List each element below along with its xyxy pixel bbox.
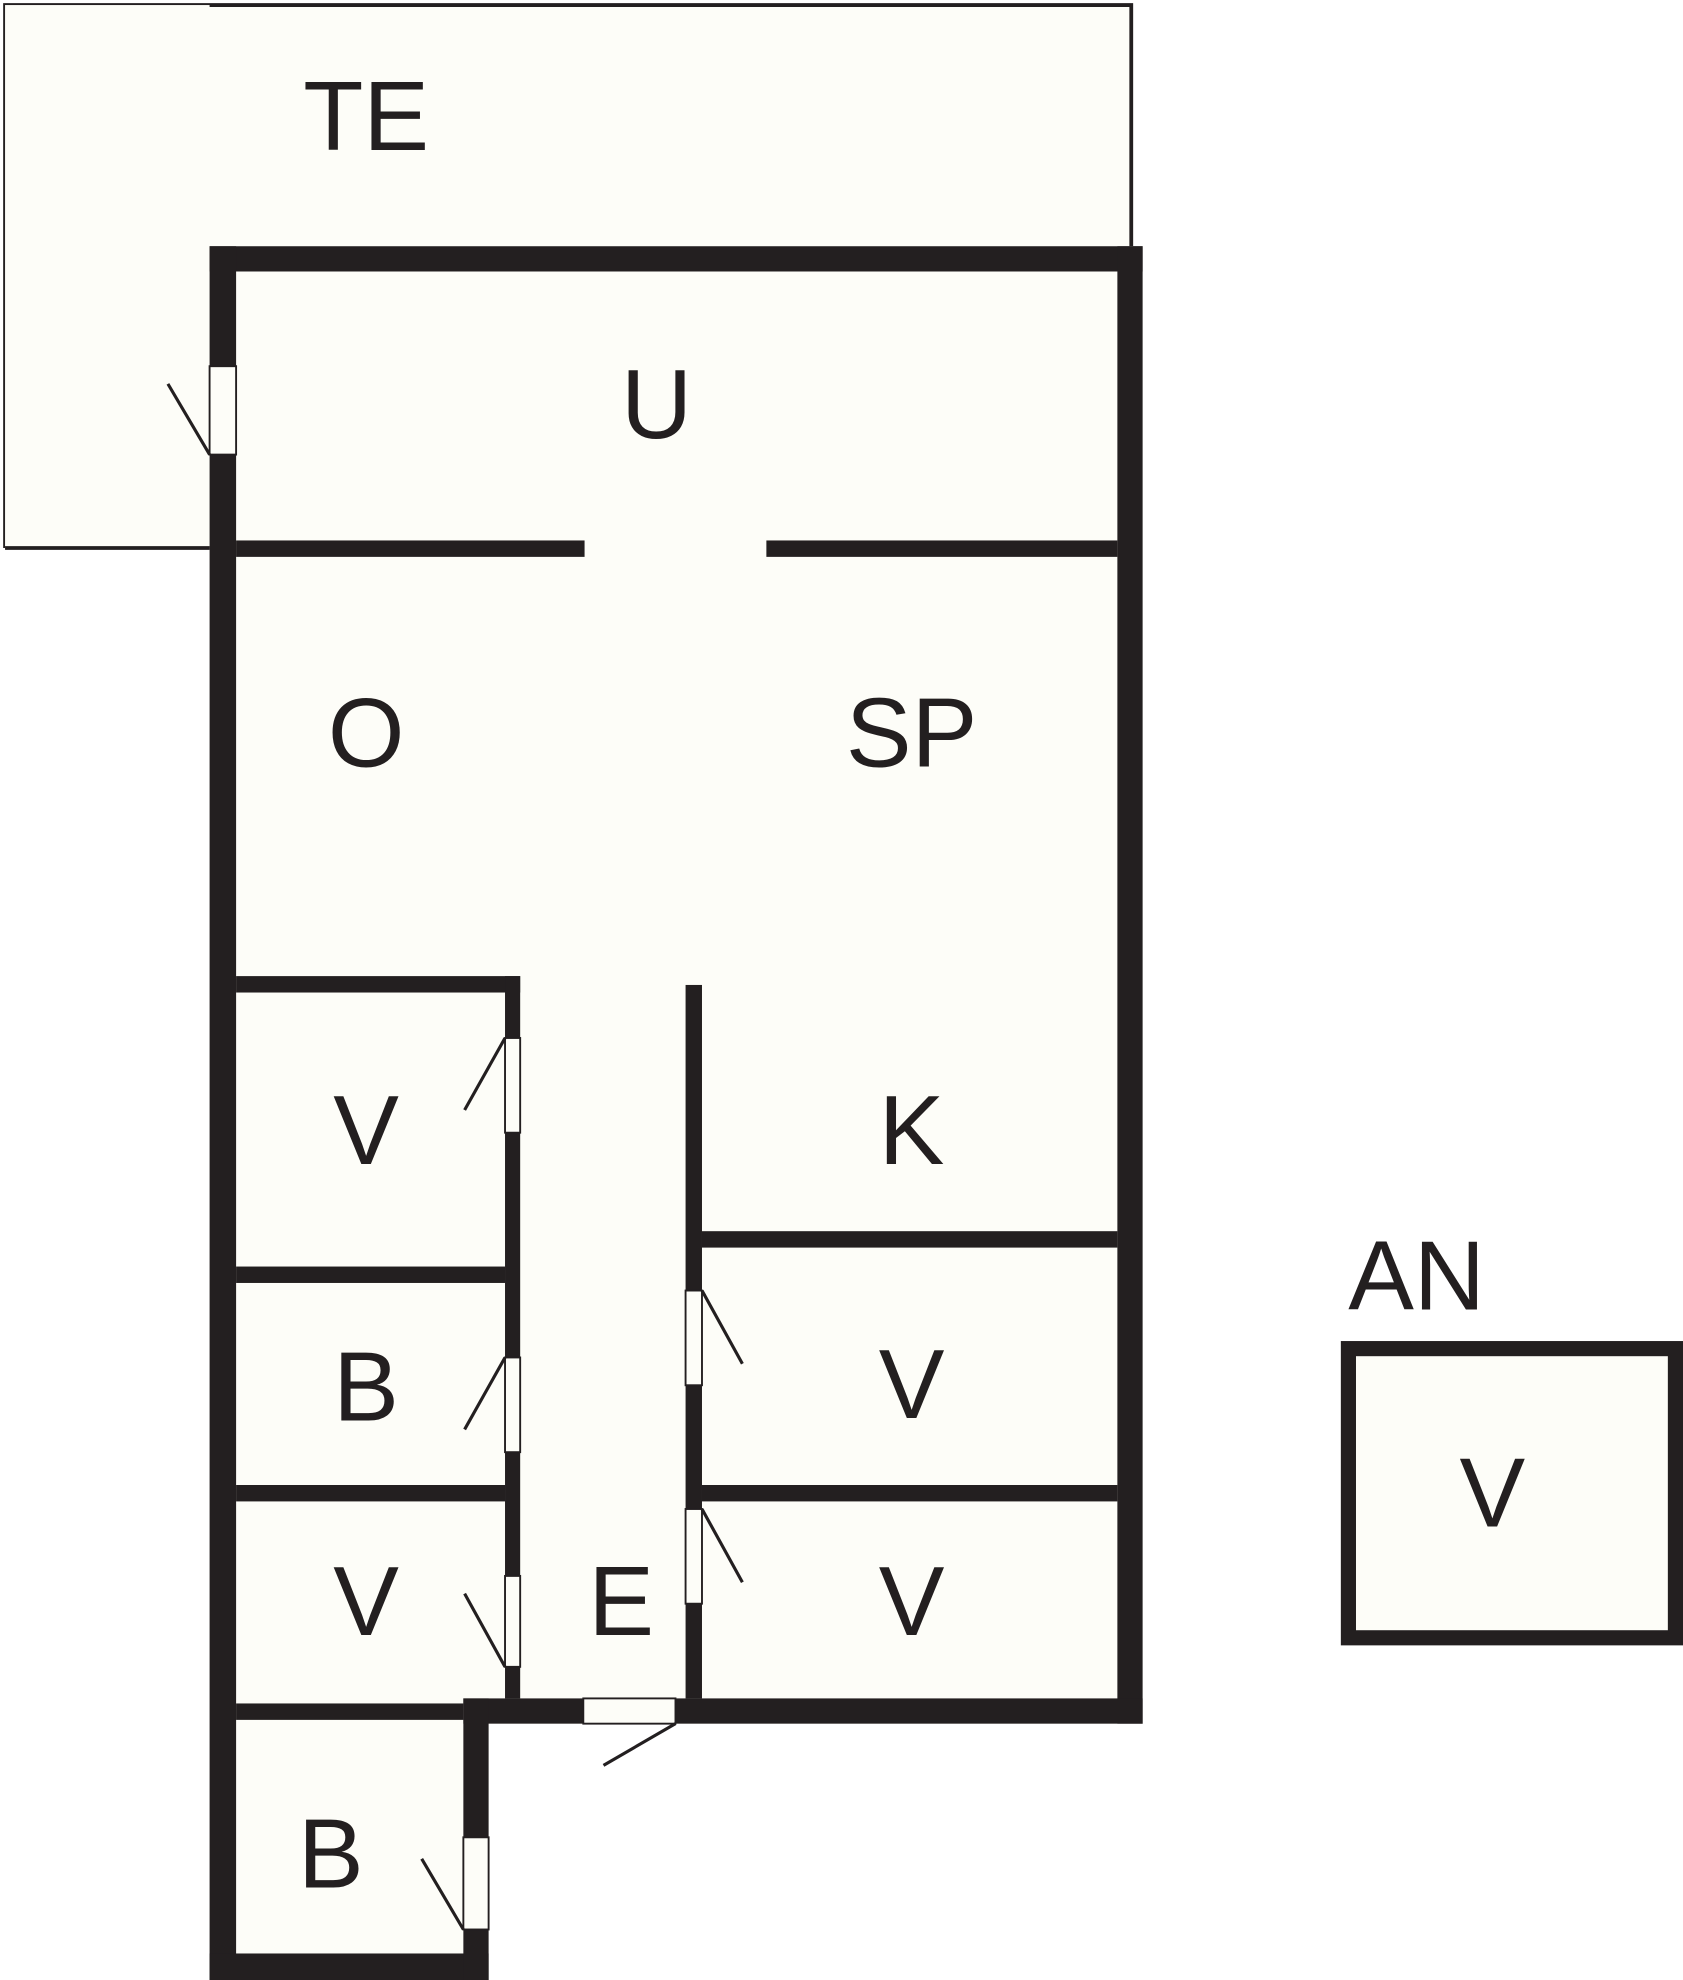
annex-outline [1340,1341,1683,1646]
room-label-sp: SP [846,677,977,787]
door-terrace [208,365,238,456]
room-label-v-right-top: V [879,1329,945,1439]
room-label-k: K [879,1075,945,1185]
room-label-v-left-top: V [333,1075,399,1185]
door-entrance [582,1697,677,1725]
room-label-v-left-bottom: V [333,1546,399,1656]
room-label-o: O [328,677,405,787]
room-label-terrace: TE [303,61,429,171]
outer-walls [209,246,1143,1980]
door-v-left-bottom [504,1574,522,1668]
door-v-right-bottom [684,1508,703,1605]
annex-label: AN [1348,1220,1485,1330]
room-label-b-bottom: B [298,1799,364,1909]
room-label-annex-v: V [1460,1438,1526,1548]
room-label-b-left: B [333,1332,399,1442]
room-label-u: U [621,349,692,459]
door-v-right-top [684,1289,703,1387]
room-label-v-right-bottom: V [879,1546,945,1656]
door-v-left-top [504,1037,522,1134]
door-b-bottom [462,1836,490,1931]
doors [166,365,744,1931]
room-label-e: E [588,1546,654,1656]
door-b-left [504,1356,522,1454]
